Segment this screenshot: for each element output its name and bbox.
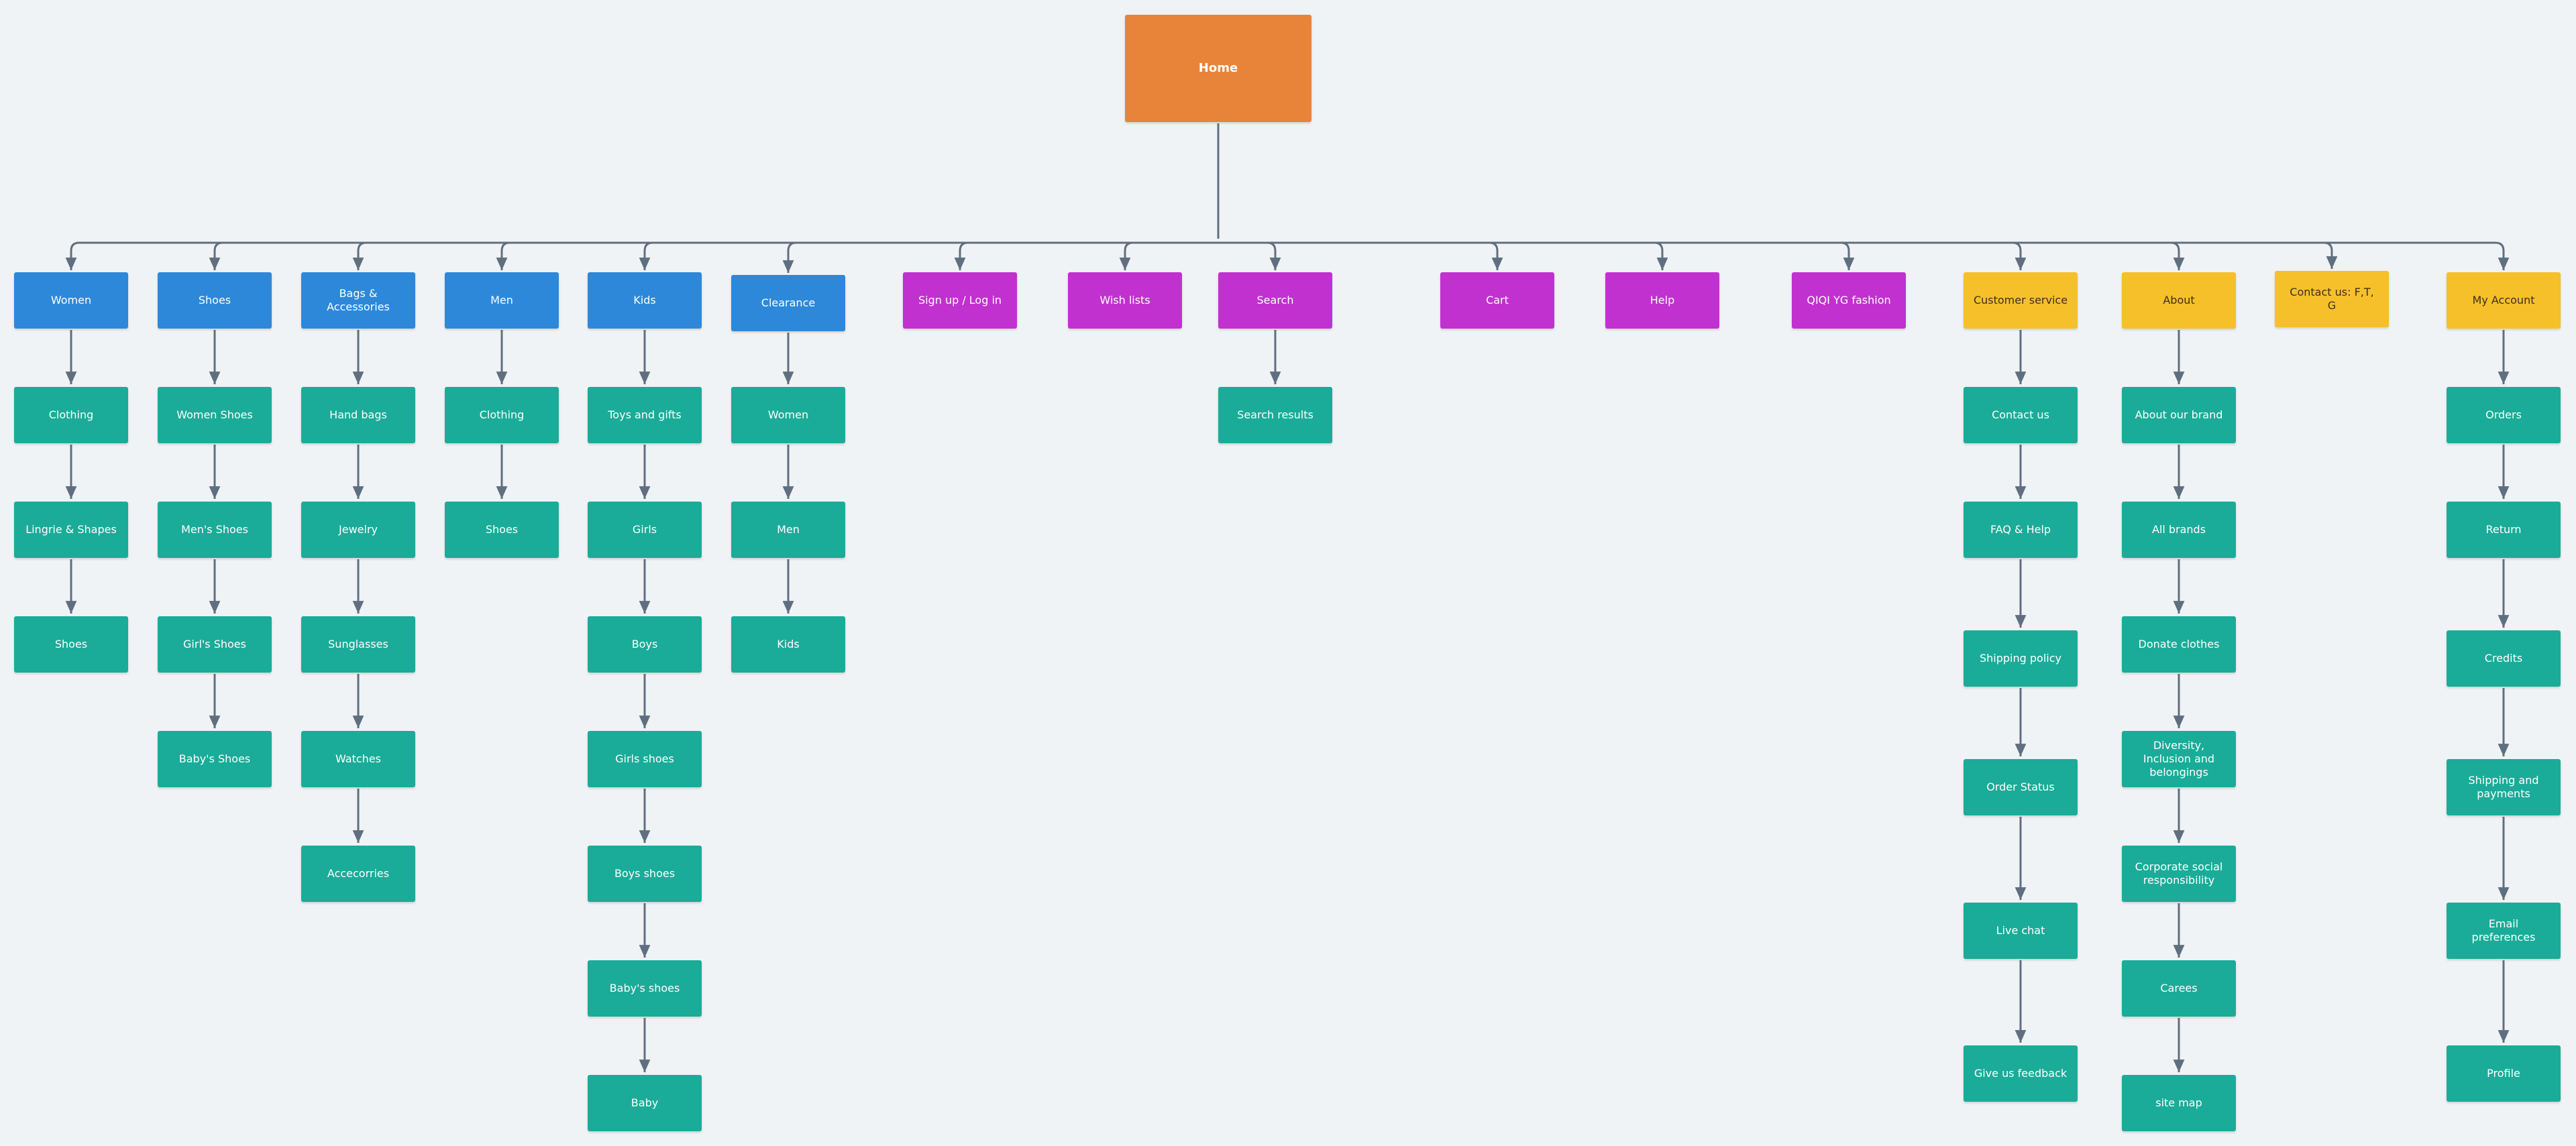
nav-node-shoes: Shoes — [158, 272, 272, 329]
nav-node-customer-service: Customer service — [1964, 272, 2078, 329]
page-node-contact-us: Contact us — [1964, 387, 2078, 443]
page-node-orders: Orders — [2447, 387, 2561, 443]
nav-node-clearance: Clearance — [731, 275, 845, 331]
branch-connector-shoes — [209, 241, 1218, 270]
page-node-girl-s-shoes: Girl's Shoes — [158, 616, 272, 673]
page-node-email-preferences: Email preferences — [2447, 903, 2561, 959]
nav-node-sign-up-log-in: Sign up / Log in — [903, 272, 1017, 329]
page-node-women-shoes: Women Shoes — [158, 387, 272, 443]
branch-connector-help — [1218, 241, 1668, 270]
nav-node-contact-us-f-t-g: Contact us: F,T, G — [2275, 271, 2389, 327]
branch-connector-my-account — [1218, 241, 2510, 270]
page-node-jewelry: Jewelry — [301, 502, 415, 558]
page-node-baby: Baby — [588, 1075, 702, 1131]
branch-connector-wish-lists — [1119, 241, 1218, 270]
page-node-diversity-inclusion-and-belongings: Diversity, Inclusion and belongings — [2122, 731, 2236, 787]
page-node-lingrie-shapes: Lingrie & Shapes — [14, 502, 128, 558]
page-node-sunglasses: Sunglasses — [301, 616, 415, 673]
page-node-women: Women — [731, 387, 845, 443]
page-node-baby-s-shoes: Baby's shoes — [588, 960, 702, 1017]
page-node-shoes: Shoes — [445, 502, 559, 558]
nav-node-my-account: My Account — [2447, 272, 2561, 329]
page-node-return: Return — [2447, 502, 2561, 558]
branch-connector-bags-accessories — [352, 241, 1218, 270]
page-node-shoes: Shoes — [14, 616, 128, 673]
page-node-clothing: Clothing — [445, 387, 559, 443]
nav-node-women: Women — [14, 272, 128, 329]
nav-node-search: Search — [1218, 272, 1332, 329]
branch-connector-kids — [639, 241, 1218, 270]
page-node-live-chat: Live chat — [1964, 903, 2078, 959]
nav-node-about: About — [2122, 272, 2236, 329]
page-node-profile: Profile — [2447, 1045, 2561, 1102]
nav-node-bags-accessories: Bags & Accessories — [301, 272, 415, 329]
page-node-about-our-brand: About our brand — [2122, 387, 2236, 443]
nav-node-men: Men — [445, 272, 559, 329]
branch-connector-contact-us-f-t-g — [1218, 241, 2338, 269]
nav-node-cart: Cart — [1440, 272, 1554, 329]
home-node: Home — [1125, 15, 1311, 122]
page-node-girls: Girls — [588, 502, 702, 558]
page-node-all-brands: All brands — [2122, 502, 2236, 558]
page-node-men: Men — [731, 502, 845, 558]
page-node-order-status: Order Status — [1964, 759, 2078, 815]
branch-connector-cart — [1218, 241, 1503, 270]
page-node-site-map: site map — [2122, 1075, 2236, 1131]
page-node-carees: Carees — [2122, 960, 2236, 1017]
branch-connector-search — [1218, 241, 1281, 270]
branch-connector-men — [496, 241, 1218, 270]
page-node-kids: Kids — [731, 616, 845, 673]
page-node-boys-shoes: Boys shoes — [588, 846, 702, 902]
page-node-search-results: Search results — [1218, 387, 1332, 443]
nav-node-qiqi-yg-fashion: QIQI YG fashion — [1792, 272, 1906, 329]
page-node-men-s-shoes: Men's Shoes — [158, 502, 272, 558]
page-node-corporate-social-responsibility: Corporate social responsibility — [2122, 846, 2236, 902]
nav-node-wish-lists: Wish lists — [1068, 272, 1182, 329]
page-node-watches: Watches — [301, 731, 415, 787]
branch-connector-about — [1218, 241, 2185, 270]
branch-connector-women — [65, 241, 1218, 270]
page-node-shipping-policy: Shipping policy — [1964, 630, 2078, 687]
branch-connector-customer-service — [1218, 241, 2027, 270]
page-node-donate-clothes: Donate clothes — [2122, 616, 2236, 673]
page-node-girls-shoes: Girls shoes — [588, 731, 702, 787]
nav-node-kids: Kids — [588, 272, 702, 329]
page-node-clothing: Clothing — [14, 387, 128, 443]
page-node-hand-bags: Hand bags — [301, 387, 415, 443]
page-node-toys-and-gifts: Toys and gifts — [588, 387, 702, 443]
page-node-baby-s-shoes: Baby's Shoes — [158, 731, 272, 787]
page-node-shipping-and-payments: Shipping and payments — [2447, 759, 2561, 815]
page-node-faq-help: FAQ & Help — [1964, 502, 2078, 558]
page-node-boys: Boys — [588, 616, 702, 673]
page-node-accecorries: Accecorries — [301, 846, 415, 902]
page-node-give-us-feedback: Give us feedback — [1964, 1045, 2078, 1102]
branch-connector-qiqi-yg-fashion — [1218, 241, 1855, 270]
branch-connector-clearance — [782, 241, 1218, 273]
nav-node-help: Help — [1605, 272, 1719, 329]
page-node-credits: Credits — [2447, 630, 2561, 687]
branch-connector-sign-up-log-in — [954, 241, 1218, 270]
